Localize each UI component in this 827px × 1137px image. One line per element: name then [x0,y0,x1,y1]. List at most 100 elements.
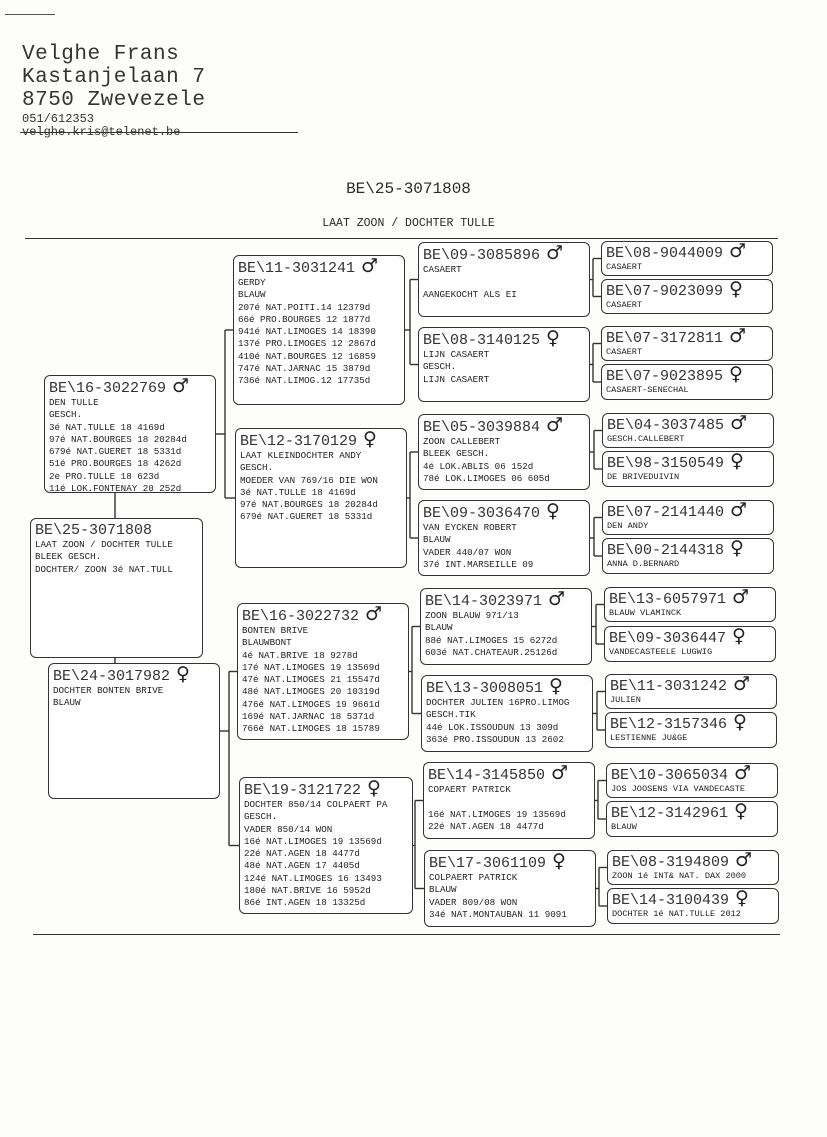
ancestor-pigeon-card[interactable]: BE\11-3031242♂JULIEN [605,674,777,709]
female-symbol-icon: ♀ [363,428,377,450]
pigeon-info-line: BLAUW [611,822,637,832]
pigeon-info-line: DOCHTER 1é NAT.TULLE 2012 [612,909,741,919]
ancestor-pigeon-card[interactable]: BE\13-3008051♀DOCHTER JULIEN 16PRO.LIMOG… [421,675,593,752]
ancestor-pigeon-card[interactable]: BE\07-3172811♂CASAERT [601,326,773,361]
ring-number: BE\05-3039884 [423,419,541,436]
ring-number-row: BE\08-9044009♂ [606,242,768,262]
pigeon-info-line: 51é PRO.BOURGES 18 4262d [49,458,182,470]
ancestor-pigeon-card[interactable]: BE\08-3194809♂ZOON 1é INT& NAT. DAX 2000 [607,850,779,885]
ring-number: BE\09-3036447 [609,630,727,647]
ring-number-row: BE\11-3031242♂ [610,675,772,695]
pigeon-info-line: CASAERT [606,300,643,310]
ring-number: BE\14-3145850 [428,767,546,784]
pigeon-info-line: BLAUW [53,697,81,709]
ancestor-pigeon-card[interactable]: BE\04-3037485♂GESCH.CALLEBERT [602,413,774,448]
pigeon-info-line: DEN TULLE [49,397,99,408]
ancestor-pigeon-card[interactable]: BE\14-3100439♀DOCHTER 1é NAT.TULLE 2012 [607,888,779,924]
pigeon-info-line: BLAUW [423,534,451,546]
pigeon-info-line: 16é NAT.LIMOGES 19 13569d [244,835,382,847]
female-symbol-icon: ♀ [734,801,748,822]
pigeon-info-line: 4é NAT.BRIVE 18 9278d [242,649,358,661]
ring-number-row: BE\16-3022769♂ [49,377,211,398]
ring-number: BE\07-3172811 [606,330,724,347]
pigeon-info-line: 66é PRO.BOURGES 12 1877d [238,313,371,325]
pigeon-info-line: LIJN CASAERT [423,373,490,385]
ancestor-pigeon-card[interactable]: BE\08-9044009♂CASAERT [601,241,773,276]
pigeon-info-line: CASAERT [606,262,643,272]
ancestor-pigeon-card[interactable]: BE\14-3145850♂COPAERT PATRICK 16é NAT.LI… [423,762,595,839]
ancestor-pigeon-card[interactable]: BE\09-3085896♂CASAERT AANGEKOCHT ALS EI [418,242,590,317]
pigeon-info-line: 169é NAT.JARNAC 18 5371d [242,711,375,723]
ancestor-pigeon-card[interactable]: BE\12-3157346♀LESTIENNE JU&GE [605,712,777,748]
ancestor-pigeon-card[interactable]: BE\00-2144318♀ANNA D.BERNARD [602,538,774,574]
ring-number: BE\13-6057971 [609,591,727,608]
pigeon-info-line: ZOON BLAUW 971/13 [425,610,519,621]
ring-number: BE\09-3036470 [423,505,541,522]
ancestor-pigeon-card[interactable]: BE\09-3036447♀VANDECASTEELE LUGWIG [604,626,776,662]
pigeon-info-line: 2e PRO.TULLE 18 623d [49,470,160,482]
owner-name: Velghe Frans [22,43,180,66]
female-symbol-icon: ♀ [729,364,743,385]
ring-number: BE\12-3157346 [610,716,728,733]
pigeon-info-line: DOCHTER JULIEN 16PRO.LIMOG [426,697,570,708]
ring-number: BE\07-9023099 [606,283,724,300]
pigeon-info-line: GESCH. [244,811,278,823]
pigeon-info-line: 86é INT.AGEN 18 13325d [244,897,366,909]
ancestor-pigeon-card[interactable]: BE\07-2141440♂DEN ANDY [602,500,774,535]
ancestor-pigeon-card[interactable]: BE\07-9023099♀CASAERT [601,279,773,314]
ring-number-row: BE\04-3037485♂ [607,414,769,434]
ancestor-pigeon-card[interactable]: BE\19-3121722♀DOCHTER 850/14 COLPAERT PA… [239,777,413,914]
pigeon-info-line [423,276,585,288]
pigeon-info-line [428,796,590,808]
female-symbol-icon: ♀ [367,777,381,799]
owner-street: Kastanjelaan 7 [22,66,206,89]
pigeon-info-line: AANGEKOCHT ALS EI [423,288,517,300]
female-symbol-icon: ♀ [176,663,190,685]
ring-number-row: BE\07-2141440♂ [607,501,769,521]
pigeon-info-line: BLAUW [425,622,453,634]
ring-number-row: BE\08-3194809♂ [612,851,774,871]
pigeon-info-line: DOCHTER/ ZOON 3é NAT.TULL [35,563,173,575]
ring-number: BE\13-3008051 [426,680,544,697]
pigeon-info-line: 97é NAT.BOURGES 18 20284d [49,433,187,445]
male-symbol-icon: ♂ [734,763,752,784]
pigeon-info-line: VAN EYCKEN ROBERT [423,522,517,533]
ring-number-row: BE\09-3085896 ♂ [423,244,585,265]
ring-number: BE\04-3037485 [607,417,725,434]
pigeon-info-line: BLAUW [429,884,457,896]
ancestor-pigeon-card[interactable]: BE\13-6057971♂BLAUW VLAMINCK [604,587,776,622]
pigeon-info-line: JULIEN [610,695,641,705]
ring-number: BE\14-3100439 [612,892,730,909]
female-symbol-icon: ♀ [730,451,744,472]
pigeon-info-line: LAAT KLEINDOCHTER ANDY [240,450,362,461]
ancestor-pigeon-card[interactable]: BE\10-3065034♂JOS JOOSENS VIA VANDECASTE [606,763,778,798]
ring-number: BE\14-3023971 [425,593,543,610]
ring-number-row: BE\09-3036447♀ [609,627,771,647]
pigeon-info-line: VADER 850/14 WON [244,823,333,835]
ring-number-row: BE\07-9023895♀ [606,364,768,385]
pigeon-info-line: MOEDER VAN 769/16 DIE WON [240,474,378,486]
ring-number: BE\10-3065034 [611,767,729,784]
ancestor-pigeon-card[interactable]: BE\07-9023895♀CASAERT-SENECHAL [601,364,773,400]
pigeon-info-line: ZOON CALLEBERT [423,436,501,447]
ancestor-pigeon-card[interactable]: BE\98-3150549♀DE BRIVEDUIVIN [602,451,774,487]
female-symbol-icon: ♀ [552,850,566,872]
ring-number: BE\09-3085896 [423,247,541,264]
male-symbol-icon: ♂ [546,242,564,264]
pigeon-info-line: 766é NAT.LIMOGES 18 15789 [242,723,380,735]
ring-number: BE\16-3022732 [242,608,360,625]
ancestor-pigeon-card[interactable]: BE\12-3142961♀BLAUW [606,801,778,837]
pigeon-info-line: GESCH. [423,361,457,373]
